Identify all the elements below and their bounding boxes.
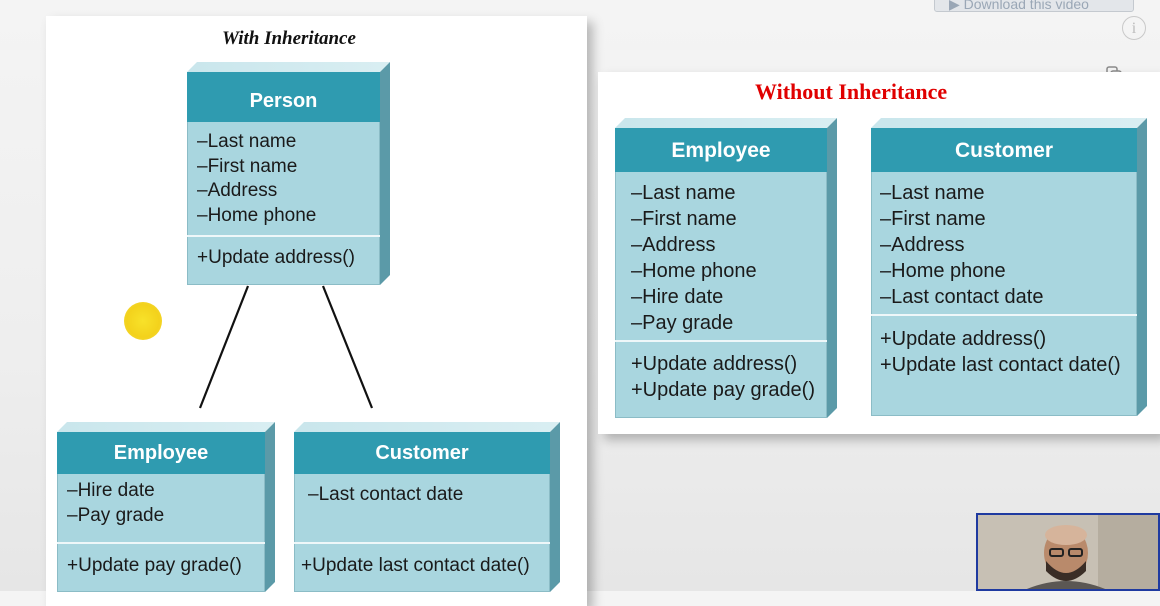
person-class-name: Person (187, 72, 380, 122)
employee-connector (198, 285, 250, 409)
operation: +Update address() (631, 353, 798, 375)
customer-attributes: –Last contact date (294, 482, 550, 507)
attribute: –Last contact date (308, 484, 464, 505)
attribute: –Last name (631, 182, 736, 204)
attribute: –Pay grade (67, 505, 165, 526)
webcam-video (976, 513, 1160, 591)
attribute: –Address (880, 234, 965, 256)
attribute: –Last name (880, 182, 985, 204)
customer-attributes: –Last name –First name –Address –Home ph… (871, 180, 1137, 310)
employee-operations: +Update address() +Update pay grade() (615, 340, 827, 418)
customer-class-full: Customer –Last name –First name –Address… (871, 128, 1147, 416)
attribute: –Home phone (197, 204, 317, 226)
attribute: –Address (197, 180, 278, 201)
inheritance-connectors (198, 285, 374, 409)
info-icon[interactable]: i (1122, 16, 1146, 40)
employee-class-name: Employee (615, 128, 827, 172)
attribute: –Last name (197, 131, 297, 152)
customer-class: Customer –Last contact date +Update last… (294, 432, 560, 592)
attribute: –Address (631, 234, 716, 256)
employee-attributes: –Last name –First name –Address –Home ph… (615, 180, 827, 336)
with-inheritance-title: With Inheritance (222, 28, 356, 49)
operation: +Update pay grade() (631, 379, 816, 401)
attribute: –Home phone (880, 260, 1006, 282)
operation: +Update address() (880, 328, 1047, 350)
customer-operations: +Update last contact date() (294, 542, 550, 592)
employee-class: Employee –Hire date –Pay grade +Update p… (57, 432, 275, 592)
operation: +Update last contact date() (880, 354, 1121, 376)
attribute: –Pay grade (631, 312, 734, 334)
presenter-image (978, 515, 1158, 589)
attribute: –First name (880, 208, 986, 230)
employee-attributes: –Hire date –Pay grade (57, 478, 265, 528)
operation: +Update pay grade() (67, 555, 242, 576)
attribute: –Hire date (631, 286, 724, 308)
customer-class-name: Customer (871, 128, 1137, 172)
without-inheritance-title: Without Inheritance (755, 79, 948, 104)
person-operations: +Update address() (187, 235, 380, 285)
employee-operations: +Update pay grade() (57, 542, 265, 592)
employee-class-name: Employee (57, 432, 265, 474)
customer-class-name: Customer (294, 432, 550, 474)
download-video-button[interactable]: ▶ Download this video (934, 0, 1134, 12)
customer-operations: +Update address() +Update last contact d… (871, 314, 1137, 416)
cursor-highlight (124, 302, 162, 340)
person-class: Person –Last name –First name –Address –… (187, 72, 390, 285)
employee-class-full: Employee –Last name –First name –Address… (615, 128, 837, 418)
operation: +Update last contact date() (301, 555, 530, 576)
operation: +Update address() (197, 247, 355, 268)
attribute: –Home phone (631, 260, 757, 282)
attribute: –Hire date (67, 480, 155, 501)
person-attributes: –Last name –First name –Address –Home ph… (187, 130, 380, 228)
attribute: –Last contact date (880, 286, 1044, 308)
attribute: –First name (197, 155, 298, 177)
attribute: –First name (631, 208, 737, 230)
customer-connector (321, 285, 374, 409)
